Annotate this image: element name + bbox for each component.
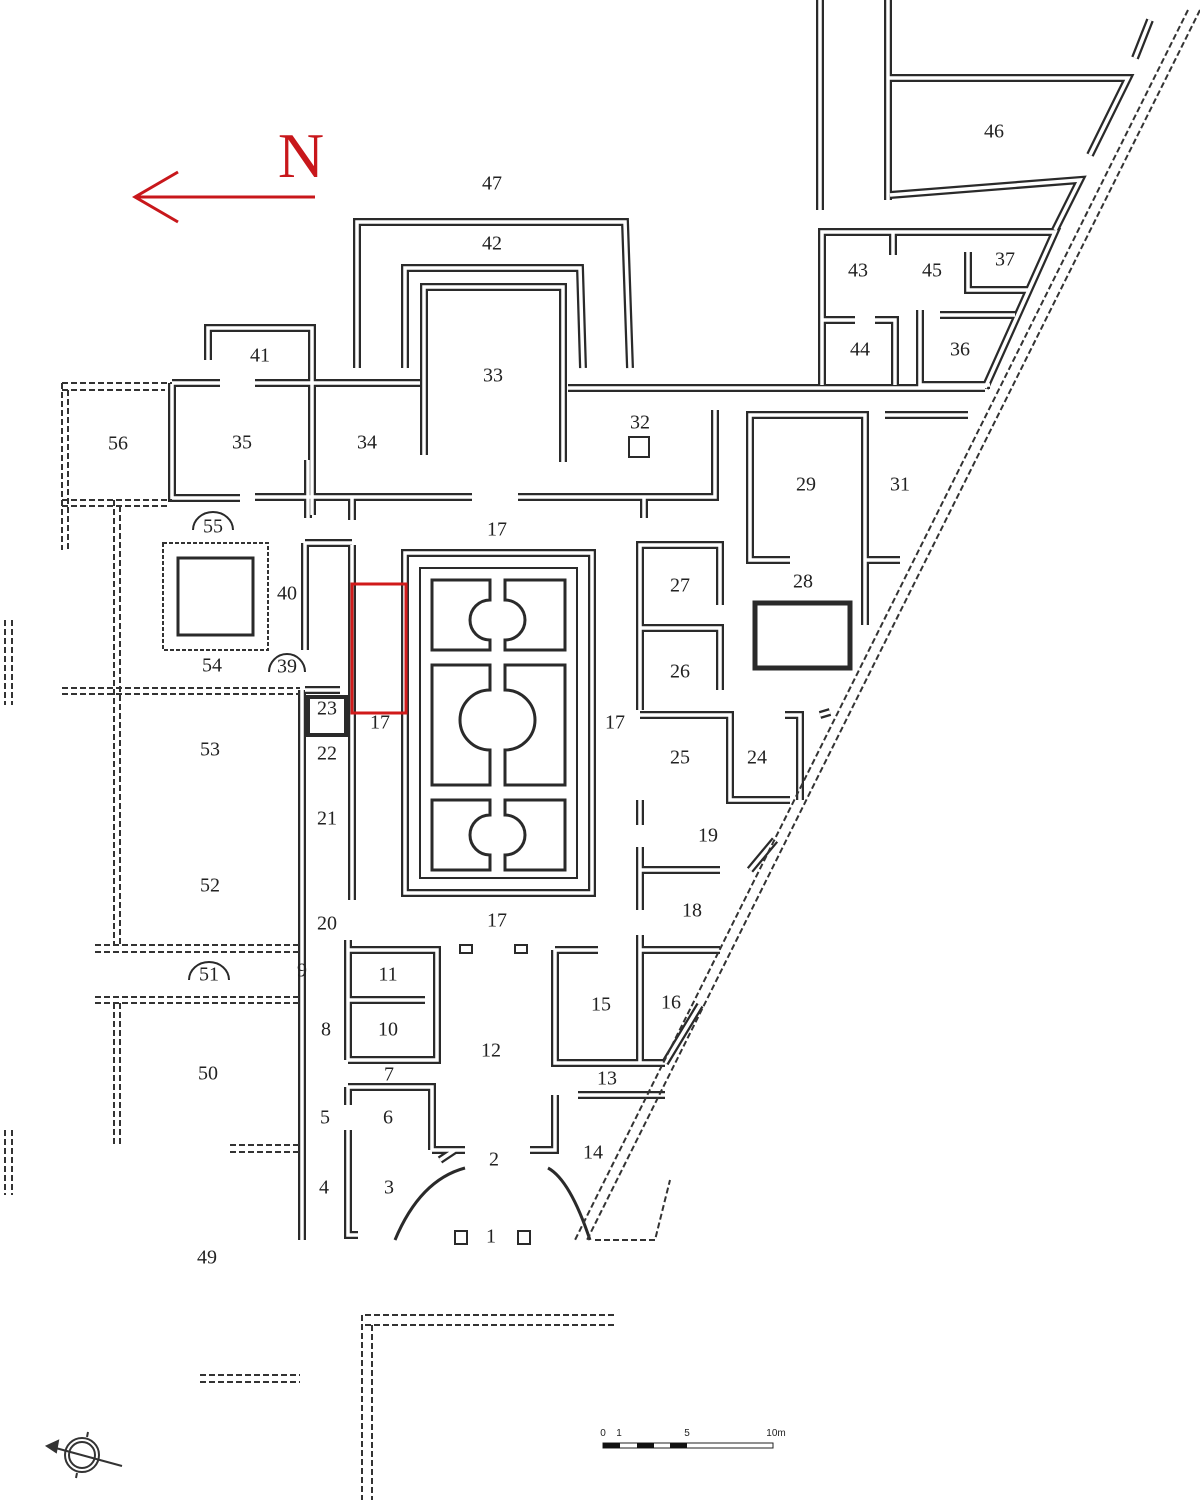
room-label: 23 [317, 698, 337, 720]
room-label: 12 [481, 1040, 501, 1062]
room-label: 7 [384, 1064, 394, 1086]
room-label: 2 [489, 1149, 499, 1171]
room-label: 25 [670, 747, 690, 769]
room-label: 51 [199, 964, 219, 986]
room-label: 39 [277, 656, 297, 678]
room-label: 31 [890, 474, 910, 496]
north-label: N [278, 120, 324, 191]
scale-tick-label: 1 [616, 1428, 622, 1439]
room-label: 24 [747, 747, 767, 769]
room-label: 54 [202, 655, 222, 677]
room-label: 1 [486, 1226, 496, 1248]
room-label: 44 [850, 339, 870, 361]
room-label: 5 [320, 1107, 330, 1129]
room-label: 41 [250, 345, 270, 367]
room-label: 15 [591, 994, 611, 1016]
room-label: 42 [482, 233, 502, 255]
room-label: 50 [198, 1063, 218, 1085]
room-label: 27 [670, 575, 690, 597]
walls [162, 0, 1150, 1245]
room-label: 33 [483, 365, 503, 387]
room-label: 34 [357, 432, 377, 454]
dashed-walls [4, 9, 1200, 1500]
scale-tick-label: 10m [766, 1428, 785, 1439]
room-label: 43 [848, 260, 868, 282]
room-label: 4 [319, 1177, 329, 1199]
room-label: 21 [317, 808, 337, 830]
room-label: 10 [378, 1019, 398, 1041]
room-label: 45 [922, 260, 942, 282]
room-label: 11 [378, 964, 397, 986]
room-label: 22 [317, 743, 337, 765]
room-label: 55 [203, 516, 223, 538]
room-label: 47 [482, 173, 502, 195]
room-label: 37 [995, 249, 1015, 271]
room-label: 36 [950, 339, 970, 361]
room-label: 17 [370, 712, 390, 734]
scale-tick-label: 5 [684, 1428, 690, 1439]
room-label: 16 [661, 992, 681, 1014]
room-label: 29 [796, 474, 816, 496]
room-label: 52 [200, 875, 220, 897]
compass-icon [44, 1431, 123, 1479]
room-label: 35 [232, 432, 252, 454]
north-indicator: N [132, 120, 324, 224]
room-label: 17 [605, 712, 625, 734]
room-label: 28 [793, 571, 813, 593]
room-labels: 47 42 46 43 45 37 41 33 44 36 56 35 34 3… [108, 121, 1015, 1269]
room-label: 26 [670, 661, 690, 683]
room-label: 17 [487, 519, 507, 541]
scale-bar: 0 1 5 10m [600, 1428, 786, 1449]
room-label: 9 [297, 960, 307, 982]
room-label: 49 [197, 1247, 217, 1269]
scale-tick-label: 0 [600, 1428, 606, 1439]
room-label: 3 [384, 1177, 394, 1199]
room-label: 46 [984, 121, 1004, 143]
room-label: 13 [597, 1068, 617, 1090]
room-label: 56 [108, 433, 128, 455]
room-label: 19 [698, 825, 718, 847]
room-label: 8 [321, 1019, 331, 1041]
room-label: 6 [383, 1107, 393, 1129]
room-label: 20 [317, 913, 337, 935]
room-label: 53 [200, 739, 220, 761]
highlight-rectangle [350, 582, 408, 715]
room-label: 14 [583, 1142, 603, 1164]
arrow-left-icon [132, 170, 315, 224]
room-label: 17 [487, 910, 507, 932]
room-label: 32 [630, 412, 650, 434]
apse-arcs [188, 511, 306, 981]
room-label: 40 [277, 583, 297, 605]
room-label: 18 [682, 900, 702, 922]
